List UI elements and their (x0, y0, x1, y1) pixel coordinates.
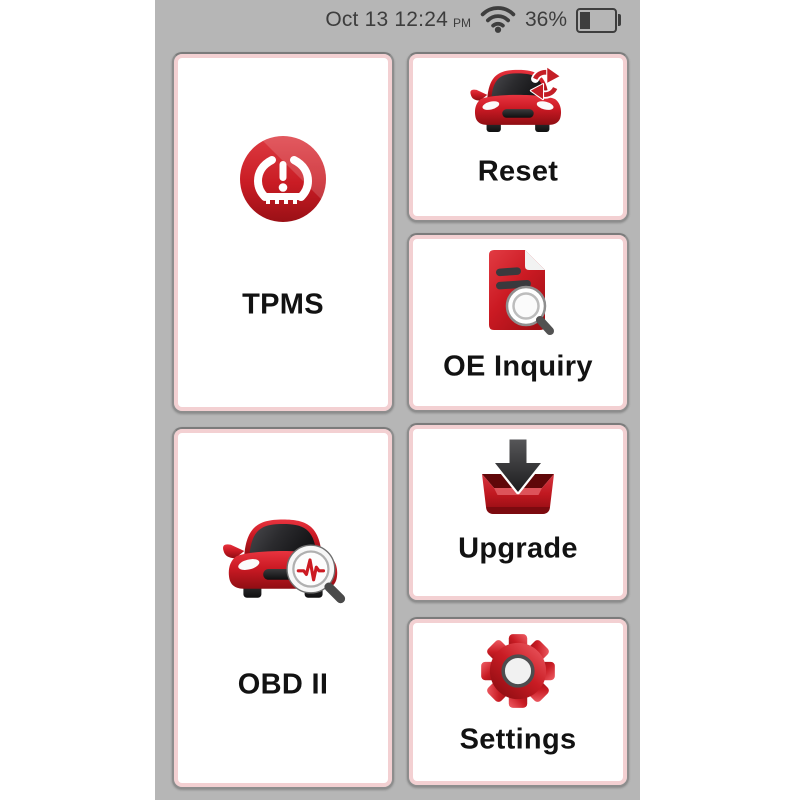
menu-label-upgrade: Upgrade (458, 532, 578, 565)
menu-label-obd2: OBD II (237, 668, 329, 701)
menu-label-settings: Settings (459, 723, 577, 756)
car-diagnostic-search-icon (220, 513, 346, 607)
menu-card-obd2[interactable]: OBD II (172, 427, 394, 789)
document-search-icon (481, 247, 555, 337)
car-reset-icon (468, 63, 568, 141)
menu-label-oe-inquiry: OE Inquiry (443, 350, 593, 383)
device-screen: Oct 13 12:24 PM 36% (155, 0, 640, 800)
menu-card-upgrade[interactable]: Upgrade (407, 423, 629, 602)
status-datetime: Oct 13 12:24 (325, 8, 448, 31)
status-bar: Oct 13 12:24 PM 36% (155, 0, 640, 40)
download-tray-icon (476, 436, 560, 520)
tpms-warning-icon (239, 135, 327, 223)
wifi-icon (480, 3, 516, 39)
battery-nub (617, 14, 621, 26)
battery-percent: 36% (524, 8, 567, 31)
battery-icon (576, 7, 621, 33)
gear-icon (475, 626, 561, 714)
battery-fill (580, 11, 590, 29)
menu-card-reset[interactable]: Reset (407, 52, 629, 222)
status-meridiem: PM (452, 16, 471, 30)
menu-label-reset: Reset (477, 155, 559, 188)
menu-label-tpms: TPMS (242, 288, 324, 321)
menu-card-tpms[interactable]: TPMS (172, 52, 394, 413)
menu-card-oe-inquiry[interactable]: OE Inquiry (407, 233, 629, 412)
menu-card-settings[interactable]: Settings (407, 617, 629, 787)
